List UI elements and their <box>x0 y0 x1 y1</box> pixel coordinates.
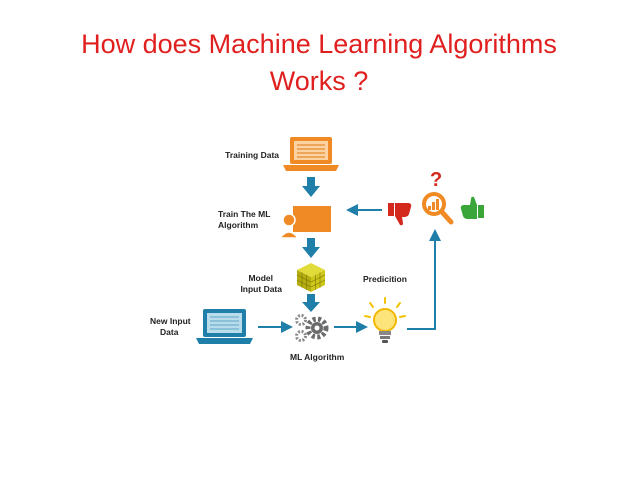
model-label-line1: Model <box>248 273 273 283</box>
train-label-line1: Train The ML <box>218 209 270 219</box>
slide-title: How does Machine Learning Algorithms Wor… <box>0 26 638 100</box>
arrow-down-2 <box>302 238 320 258</box>
arrow-prediction-to-evaluation <box>407 229 441 330</box>
cube-icon <box>296 263 326 292</box>
title-line-1: How does Machine Learning Algorithms <box>81 29 557 59</box>
gears-icon <box>295 314 329 342</box>
train-label-line2: Algorithm <box>218 220 259 230</box>
new-input-label-line2: Data <box>160 327 179 337</box>
training-laptop-icon <box>283 137 339 171</box>
thumbs-down-icon <box>388 203 412 226</box>
new-input-laptop-icon <box>196 309 253 344</box>
title-line-2: Works ? <box>269 66 369 96</box>
arrow-down-3 <box>302 294 320 312</box>
ml-algorithm-label: ML Algorithm <box>290 352 345 362</box>
magnifier-icon <box>422 192 454 225</box>
prediction-label: Predicition <box>363 274 407 284</box>
trainer-icon <box>278 206 331 239</box>
training-data-label: Training Data <box>225 150 279 160</box>
new-input-label-line1: New Input <box>150 316 191 326</box>
question-mark: ? <box>430 169 442 191</box>
arrow-down-1 <box>302 177 320 197</box>
lightbulb-icon <box>364 297 406 343</box>
model-label-line2: Input Data <box>240 284 282 294</box>
thumbs-up-icon <box>460 196 484 219</box>
